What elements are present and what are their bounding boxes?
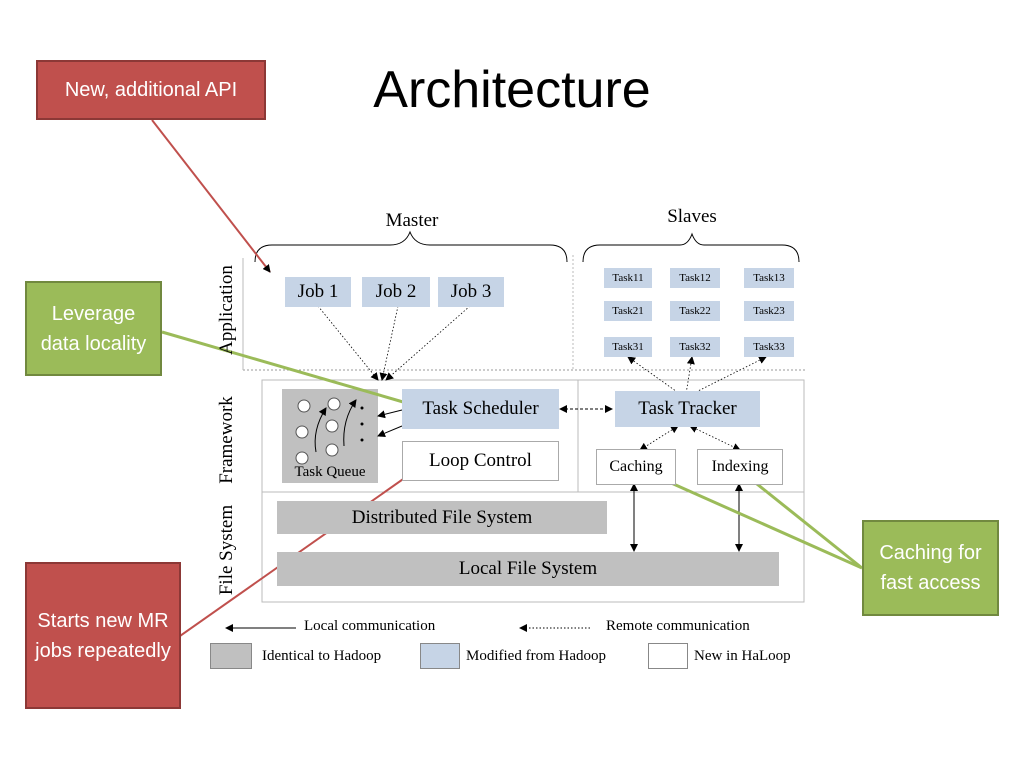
slaves-brace xyxy=(582,232,800,263)
task-21: Task21 xyxy=(604,301,652,321)
task-31: Task31 xyxy=(604,337,652,357)
legend-local: Local communication xyxy=(304,618,436,634)
legend-new-swatch xyxy=(648,643,688,669)
job-3: Job 3 xyxy=(438,277,504,307)
task-12: Task12 xyxy=(670,268,720,288)
legend-identical-swatch xyxy=(210,643,252,669)
task-33: Task33 xyxy=(744,337,794,357)
task-13: Task13 xyxy=(744,268,794,288)
task-queue-glyphs xyxy=(295,397,364,465)
legend-identical: Identical to Hadoop xyxy=(262,648,382,664)
legend-remote: Remote communication xyxy=(606,618,750,634)
task-23: Task23 xyxy=(744,301,794,321)
distributed-file-system: Distributed File System xyxy=(277,501,607,534)
application-label: Application xyxy=(216,265,237,355)
callout-caching: Caching for fast access xyxy=(862,520,999,616)
legend-new: New in HaLoop xyxy=(694,648,791,664)
master-label: Master xyxy=(385,210,439,231)
loop-control: Loop Control xyxy=(402,441,559,481)
slide-title: Architecture xyxy=(373,61,651,119)
job-2: Job 2 xyxy=(362,277,430,307)
indexing-box: Indexing xyxy=(697,449,783,485)
caching-pointer-1 xyxy=(641,468,863,570)
framework-label: Framework xyxy=(216,396,237,484)
callout-new-api: New, additional API xyxy=(36,60,266,120)
file-system-label: File System xyxy=(216,504,237,596)
legend-modified-swatch xyxy=(420,643,460,669)
job-1: Job 1 xyxy=(285,277,351,307)
callout-data-locality: Leverage data locality xyxy=(25,281,162,376)
callout-mr-jobs: Starts new MR jobs repeatedly xyxy=(25,562,181,709)
slaves-label: Slaves xyxy=(667,206,717,227)
task-11: Task11 xyxy=(604,268,652,288)
api-pointer xyxy=(151,119,271,273)
task-scheduler: Task Scheduler xyxy=(402,389,559,429)
locality-pointer xyxy=(161,330,411,406)
caching-pointer-2 xyxy=(741,470,863,570)
legend-modified: Modified from Hadoop xyxy=(466,648,606,664)
caching-box: Caching xyxy=(596,449,676,485)
local-file-system: Local File System xyxy=(277,552,779,586)
task-22: Task22 xyxy=(670,301,720,321)
task-tracker: Task Tracker xyxy=(615,391,760,427)
task-queue-label: Task Queue xyxy=(294,464,366,480)
master-brace xyxy=(254,230,568,263)
task-32: Task32 xyxy=(670,337,720,357)
